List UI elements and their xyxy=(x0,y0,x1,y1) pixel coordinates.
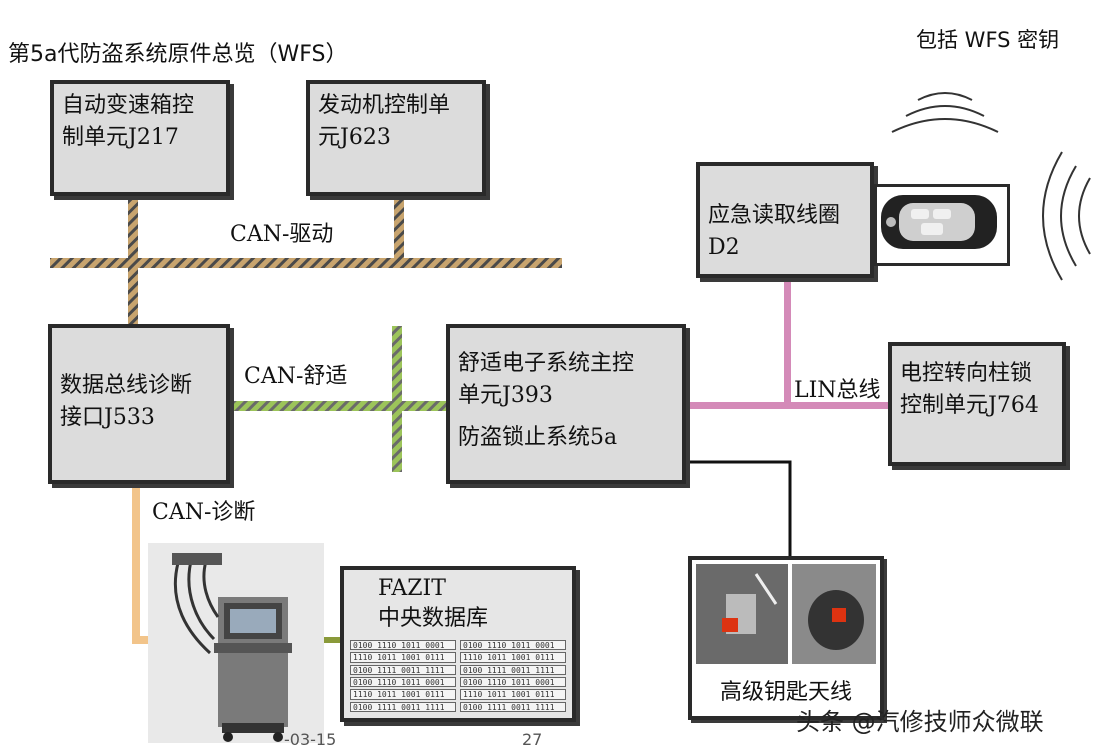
car-key-image xyxy=(874,184,1010,266)
fazit-data-cell: 0100 1111 0011 1111 xyxy=(350,664,456,675)
page-title: 第5a代防盗系统原件总览（WFS） xyxy=(8,42,348,67)
box-j533-line2: 接口J533 xyxy=(60,405,155,430)
advanced-key-antenna: 高级钥匙天线 xyxy=(688,556,884,720)
diagnostic-tester-icon xyxy=(172,553,292,742)
label-can-drive: CAN-驱动 xyxy=(230,222,334,247)
fazit-data-cell: 1110 1011 1001 0111 xyxy=(350,652,456,663)
fazit-data-cell: 0100 1111 0011 1111 xyxy=(460,664,566,675)
antenna-photo-icon xyxy=(696,564,876,664)
fazit-data-grid: 0100 1110 1011 0001 0100 1110 1011 0001 … xyxy=(350,640,566,712)
fazit-title: FAZIT 中央数据库 xyxy=(344,570,572,634)
antenna-cable xyxy=(684,460,792,558)
box-j764: 电控转向柱锁 控制单元J764 xyxy=(888,342,1066,466)
fazit-data-cell: 1110 1011 1001 0111 xyxy=(460,689,566,700)
fazit-data-cell: 0100 1110 1011 0001 xyxy=(460,676,566,688)
box-j393: 舒适电子系统主控 单元J393 防盗锁止系统5a xyxy=(446,324,686,484)
page-subtitle: 包括 WFS 密钥 xyxy=(916,28,1060,52)
box-j764-line1: 电控转向柱锁 xyxy=(900,361,1033,386)
fazit-data-cell: 0100 1111 0011 1111 xyxy=(350,701,456,712)
fazit-data-cell: 1110 1011 1001 0111 xyxy=(460,652,566,663)
fazit-data-cell: 0100 1111 0011 1111 xyxy=(460,701,566,712)
signal-arcs-top xyxy=(891,92,999,133)
diagnostic-tester-image xyxy=(148,543,324,743)
footer-date: -03-15 xyxy=(284,730,337,749)
box-j623-line1: 发动机控制单 xyxy=(318,93,451,118)
label-can-comfort: CAN-舒适 xyxy=(244,364,348,389)
fazit-data-cell: 0100 1110 1011 0001 xyxy=(350,640,456,651)
car-key-icon xyxy=(881,195,997,249)
box-j217: 自动变速箱控 制单元J217 xyxy=(50,80,230,196)
box-d2-line2: D2 xyxy=(708,235,740,260)
box-j393-line3: 防盗锁止系统5a xyxy=(458,425,618,450)
can-comfort-bus xyxy=(228,401,450,411)
lin-drop-d2 xyxy=(784,278,791,406)
label-lin: LIN总线 xyxy=(794,378,881,403)
label-can-diag: CAN-诊断 xyxy=(152,500,256,525)
box-j533-line1: 数据总线诊断 xyxy=(60,373,193,398)
box-j764-line2: 控制单元J764 xyxy=(900,393,1039,418)
can-drive-drop-j217 xyxy=(128,200,138,326)
fazit-data-cell: 0100 1110 1011 0001 xyxy=(460,640,566,651)
fazit-data-cell: 0100 1110 1011 0001 xyxy=(350,676,456,688)
fazit-data-cell: 1110 1011 1001 0111 xyxy=(350,689,456,700)
box-d2: 应急读取线圈 D2 xyxy=(696,162,874,278)
box-j623: 发动机控制单 元J623 xyxy=(306,80,486,196)
signal-arcs-right xyxy=(1042,151,1091,281)
box-j533: 数据总线诊断 接口J533 xyxy=(48,324,230,484)
box-j217-line2: 制单元J217 xyxy=(62,125,179,150)
can-drive-drop-j623 xyxy=(394,200,404,262)
box-d2-line1: 应急读取线圈 xyxy=(708,203,841,228)
box-j393-line1: 舒适电子系统主控 xyxy=(458,351,635,376)
watermark: 头条 @汽修技师众微联 xyxy=(796,708,1044,736)
can-drive-bus xyxy=(50,258,562,268)
box-j393-line2: 单元J393 xyxy=(458,383,553,408)
fazit-title-line1: FAZIT xyxy=(378,576,446,601)
fazit-database: FAZIT 中央数据库 0100 1110 1011 0001 0100 111… xyxy=(340,566,576,722)
can-comfort-drop xyxy=(392,326,402,472)
box-j623-line2: 元J623 xyxy=(318,125,391,150)
fazit-title-line2: 中央数据库 xyxy=(378,606,489,631)
antenna-label: 高级钥匙天线 xyxy=(719,680,852,705)
footer-page-number: 27 xyxy=(522,730,543,749)
box-j217-line1: 自动变速箱控 xyxy=(62,93,195,118)
